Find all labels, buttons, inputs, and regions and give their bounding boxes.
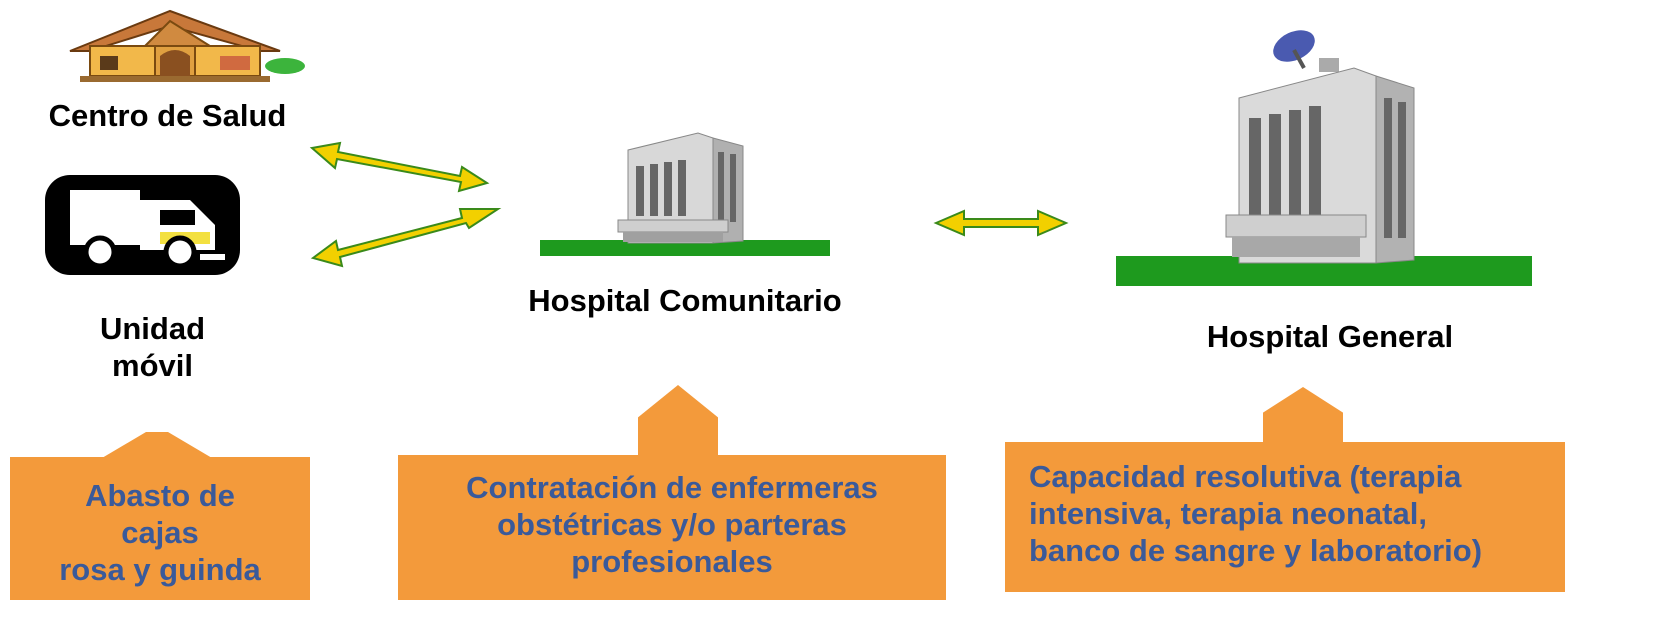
- callout-abasto: Abasto de cajas rosa y guinda: [10, 432, 310, 600]
- unidad-movil-label: Unidad móvil: [50, 310, 255, 384]
- callout-contratacion-line1: Contratación de enfermeras: [466, 470, 878, 505]
- callout-contratacion-line2: obstétricas y/o parteras: [497, 507, 847, 542]
- callout-capacidad-line1: Capacidad resolutiva (terapia: [1029, 459, 1462, 494]
- arrow-centro-to-comunitario: [309, 141, 490, 193]
- callout-abasto-line3: rosa y guinda: [59, 552, 261, 587]
- arrow-comunitario-to-general: [933, 209, 1069, 237]
- hospital-comunitario-label: Hospital Comunitario: [528, 283, 842, 318]
- hospital-general-label: Hospital General: [1206, 319, 1454, 354]
- callout-abasto-line2: cajas: [121, 515, 199, 550]
- house-icon: [69, 9, 305, 82]
- callout-capacidad-line3: banco de sangre y laboratorio): [1029, 533, 1483, 568]
- unidad-movil-line1: Unidad: [99, 311, 206, 346]
- ambulance-icon: [45, 175, 240, 275]
- callout-capacidad: Capacidad resolutiva (terapia intensiva,…: [1005, 387, 1565, 592]
- unidad-movil-line2: móvil: [112, 348, 193, 383]
- hospital-general-icon: [1116, 30, 1532, 286]
- hospital-comunitario-icon: [540, 132, 830, 256]
- callout-contratacion-line3: profesionales: [571, 544, 773, 579]
- callout-contratacion: Contratación de enfermeras obstétricas y…: [398, 385, 946, 600]
- callout-capacidad-line2: intensiva, terapia neonatal,: [1029, 496, 1427, 531]
- arrow-movil-to-comunitario: [310, 208, 502, 268]
- centro-de-salud-label: Centro de Salud: [48, 98, 287, 133]
- callout-abasto-line1: Abasto de: [85, 478, 235, 513]
